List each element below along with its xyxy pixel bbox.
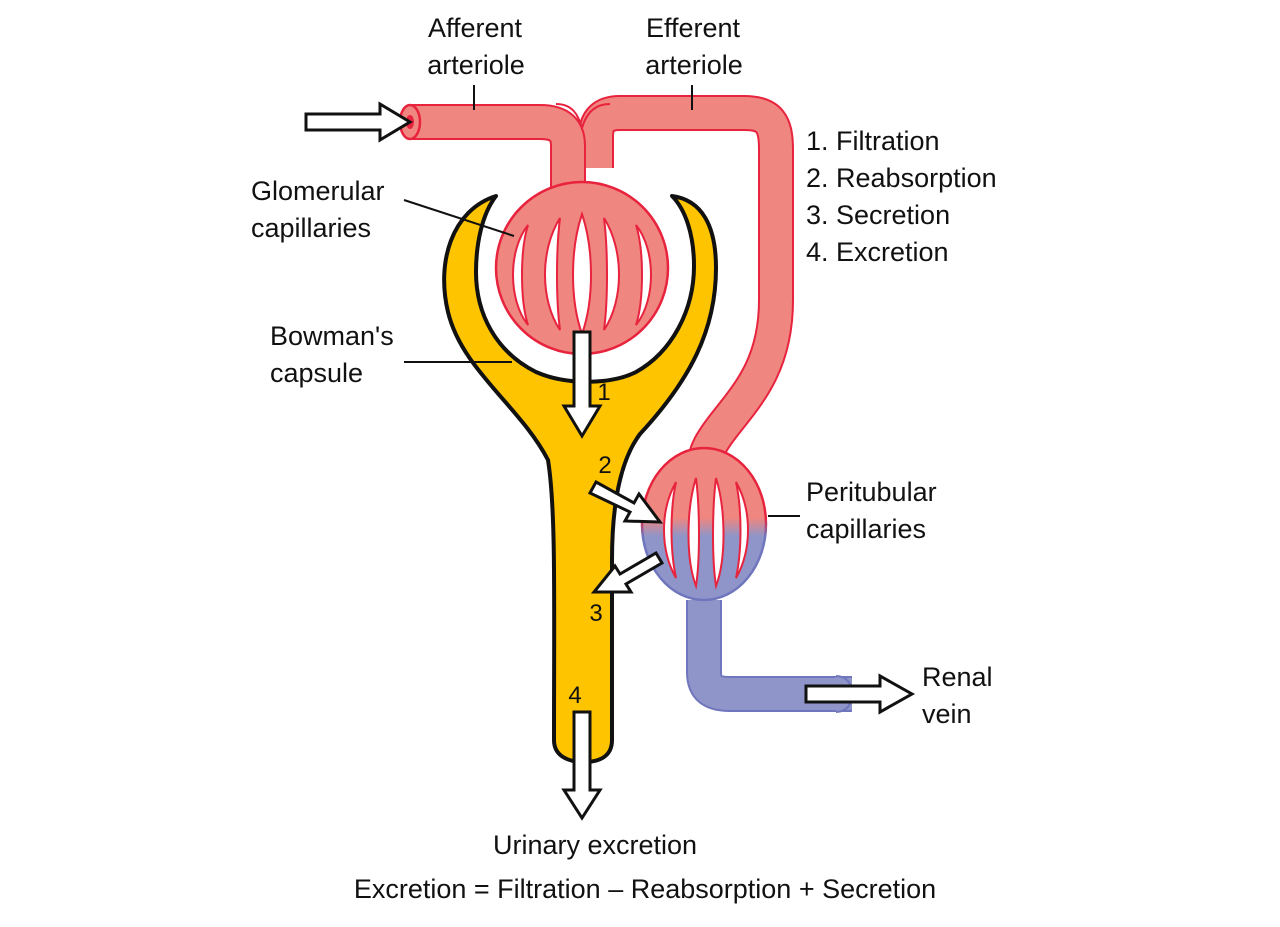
peritubular-label-line1: Peritubular — [806, 477, 937, 507]
excretion-arrow — [561, 710, 603, 821]
renal-vein-label-line2: vein — [922, 699, 972, 729]
reabsorption-arrow — [587, 479, 664, 524]
renal-vein-label-line1: Renal — [922, 662, 993, 692]
step-number-3: 3 — [589, 600, 602, 627]
bowmans-capsule-tubule — [442, 194, 718, 764]
filtration-arrow — [561, 330, 603, 439]
glomerular-leader — [403, 199, 515, 237]
glomerular-label-line2: capillaries — [251, 213, 371, 243]
step-number-2: 2 — [598, 452, 611, 479]
process-list-item: 1. Filtration — [806, 126, 940, 156]
excretion-equation: Excretion = Filtration – Reabsorption + … — [354, 874, 936, 904]
efferent-label-line2: arteriole — [645, 50, 743, 80]
step-number-1: 1 — [597, 379, 610, 406]
peritubular-label-line2: capillaries — [806, 514, 926, 544]
bowman-label-line1: Bowman's — [270, 321, 394, 351]
peritubular-loops — [663, 477, 749, 590]
secretion-arrow — [590, 550, 665, 594]
urinary-excretion-label: Urinary excretion — [493, 830, 697, 860]
process-list-item: 3. Secretion — [806, 200, 950, 230]
renal-vein-arrow — [804, 673, 916, 715]
process-list-item: 4. Excretion — [806, 237, 949, 267]
glomerular-label-line1: Glomerular — [251, 176, 385, 206]
afferent-label-line1: Afferent — [428, 13, 523, 43]
glomerular-loops — [512, 210, 652, 338]
process-list-item: 2. Reabsorption — [806, 163, 997, 193]
step-number-4: 4 — [568, 682, 581, 709]
inflow-arrow — [304, 101, 413, 143]
afferent-label-line2: arteriole — [427, 50, 525, 80]
efferent-label-line1: Efferent — [646, 13, 741, 43]
bowman-label-line2: capsule — [270, 358, 363, 388]
